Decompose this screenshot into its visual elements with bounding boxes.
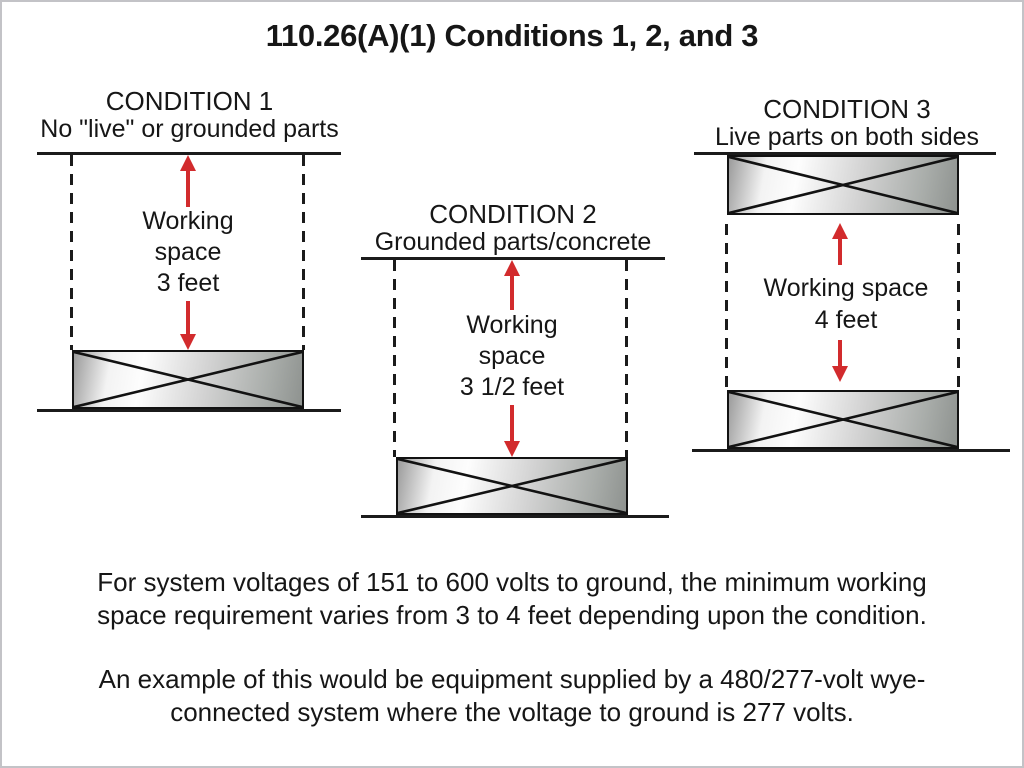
label-line: space [478, 342, 546, 370]
label-line: Working space [763, 274, 929, 302]
arrowhead [180, 155, 196, 171]
condition-1-floor-line [37, 409, 341, 412]
arrow-shaft [838, 239, 842, 265]
summary-paragraph: For system voltages of 151 to 600 volts … [2, 566, 1022, 632]
condition-3-dashed-boundary-right [957, 224, 960, 388]
x-cross-icon [729, 157, 957, 213]
arrowhead [832, 223, 848, 239]
paragraph-line: An example of this would be equipment su… [98, 664, 926, 694]
arrowhead [832, 366, 848, 382]
condition-3-bottom-equipment-box [727, 390, 959, 449]
condition-1-subheading: No "live" or grounded parts [40, 115, 339, 143]
x-cross-icon [74, 352, 302, 407]
condition-2-equipment-box [396, 457, 628, 515]
arrow-shaft [510, 276, 514, 310]
up-arrow-icon [504, 260, 520, 310]
condition-1-dashed-boundary-right [302, 155, 305, 350]
arrowhead [504, 441, 520, 457]
arrow-shaft [186, 171, 190, 207]
arrow-shaft [838, 340, 842, 366]
down-arrow-icon [180, 301, 196, 350]
page-title: 110.26(A)(1) Conditions 1, 2, and 3 [265, 18, 759, 53]
condition-1-dashed-boundary-left [70, 155, 73, 350]
arrowhead [180, 334, 196, 350]
condition-3-subheading: Live parts on both sides [714, 123, 980, 151]
condition-3-top-equipment-box [727, 155, 959, 215]
down-arrow-icon [504, 405, 520, 457]
condition-2-floor-line [361, 515, 669, 518]
x-cross-icon [729, 392, 957, 447]
up-arrow-icon [832, 223, 848, 265]
up-arrow-icon [180, 155, 196, 207]
paragraph-line: space requirement varies from 3 to 4 fee… [97, 600, 927, 630]
condition-1-working-space-label: Working space 3 feet [72, 206, 304, 299]
condition-2-subheading: Grounded parts/concrete [374, 228, 652, 256]
down-arrow-icon [832, 340, 848, 382]
label-line: 4 feet [814, 306, 878, 334]
condition-2-ceiling-line [361, 257, 665, 260]
condition-2-dashed-boundary-left [393, 260, 396, 457]
paragraph-line: connected system where the voltage to gr… [170, 697, 854, 727]
condition-1-ceiling-line [37, 152, 341, 155]
condition-3-working-space-label: Working space 4 feet [716, 272, 976, 336]
label-line: 3 feet [156, 269, 220, 297]
condition-1-heading: CONDITION 1 [105, 86, 274, 116]
condition-3-dashed-boundary-left [725, 224, 728, 388]
condition-2-heading: CONDITION 2 [429, 199, 597, 229]
arrow-shaft [186, 301, 190, 334]
label-line: Working [142, 207, 234, 235]
condition-3-ceiling-line [694, 152, 996, 155]
paragraph-line: For system voltages of 151 to 600 volts … [97, 567, 927, 597]
label-line: space [154, 238, 222, 266]
label-line: Working [466, 311, 558, 339]
label-line: 3 1/2 feet [459, 373, 565, 401]
condition-2-working-space-label: Working space 3 1/2 feet [396, 310, 628, 403]
condition-3-floor-line [692, 449, 1010, 452]
x-cross-icon [398, 459, 626, 513]
arrow-shaft [510, 405, 514, 441]
condition-1-equipment-box [72, 350, 304, 409]
arrowhead [504, 260, 520, 276]
condition-2-dashed-boundary-right [625, 260, 628, 457]
example-paragraph: An example of this would be equipment su… [2, 663, 1022, 729]
condition-3-heading: CONDITION 3 [763, 94, 931, 124]
